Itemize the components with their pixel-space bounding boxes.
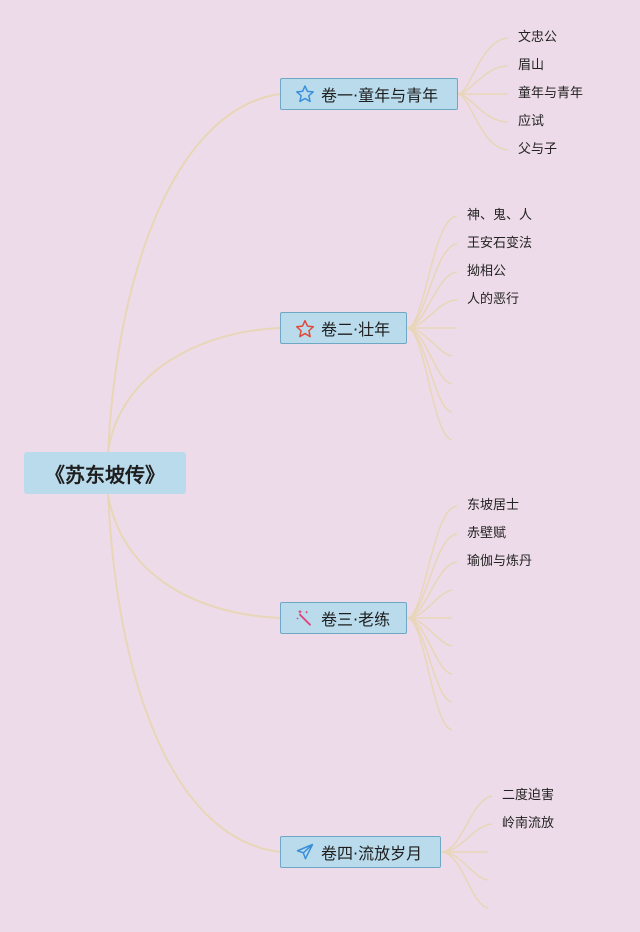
branch-2-leaf-connectors [406, 215, 458, 441]
leaf-node[interactable]: 二度迫害 [502, 788, 555, 803]
branch-node-1[interactable]: 卷一·童年与青年 [280, 78, 458, 110]
branch-4-leaf-connectors [440, 795, 493, 909]
branch-node-4[interactable]: 卷四·流放岁月 [280, 836, 441, 868]
leaf-node[interactable]: 眉山 [518, 58, 545, 73]
magic-wand-icon [295, 608, 315, 628]
leaf-node[interactable]: 应试 [518, 114, 545, 129]
branch-2-label: 卷二·壮年 [321, 320, 391, 339]
branch-node-3[interactable]: 卷三·老练 [280, 602, 407, 634]
branch-1-label: 卷一·童年与青年 [321, 86, 439, 105]
leaf-node[interactable]: 神、鬼、人 [467, 208, 533, 223]
leaf-node[interactable]: 东坡居士 [467, 498, 520, 513]
root-node[interactable]: 《苏东坡传》 [24, 452, 186, 494]
branch-1-leaf-connectors [457, 37, 509, 151]
connector-root-branch-2 [107, 327, 281, 453]
leaf-node[interactable]: 拗相公 [467, 264, 507, 279]
connector-root-branch-1 [107, 93, 281, 453]
leaf-node[interactable]: 瑜伽与炼丹 [467, 554, 533, 569]
leaf-node[interactable]: 赤壁赋 [467, 526, 507, 541]
connector-root-branch-4 [107, 493, 281, 853]
leaf-node[interactable]: 王安石变法 [467, 236, 533, 251]
connector-root-branch-3 [107, 493, 281, 619]
root-title: 《苏东坡传》 [45, 462, 165, 487]
branch-3-leaf-connectors [406, 505, 458, 731]
leaf-node[interactable]: 岭南流放 [502, 816, 555, 831]
leaf-node[interactable]: 父与子 [518, 142, 558, 157]
outline-star-icon [295, 318, 315, 338]
leaf-node[interactable]: 文忠公 [518, 30, 558, 45]
outline-star-icon [295, 84, 315, 104]
branch-3-label: 卷三·老练 [321, 610, 391, 629]
branch-4-label: 卷四·流放岁月 [321, 844, 423, 863]
branch-node-2[interactable]: 卷二·壮年 [280, 312, 407, 344]
leaf-node[interactable]: 童年与青年 [518, 86, 584, 101]
paper-plane-icon [295, 842, 315, 862]
leaf-node[interactable]: 人的恶行 [467, 292, 520, 307]
